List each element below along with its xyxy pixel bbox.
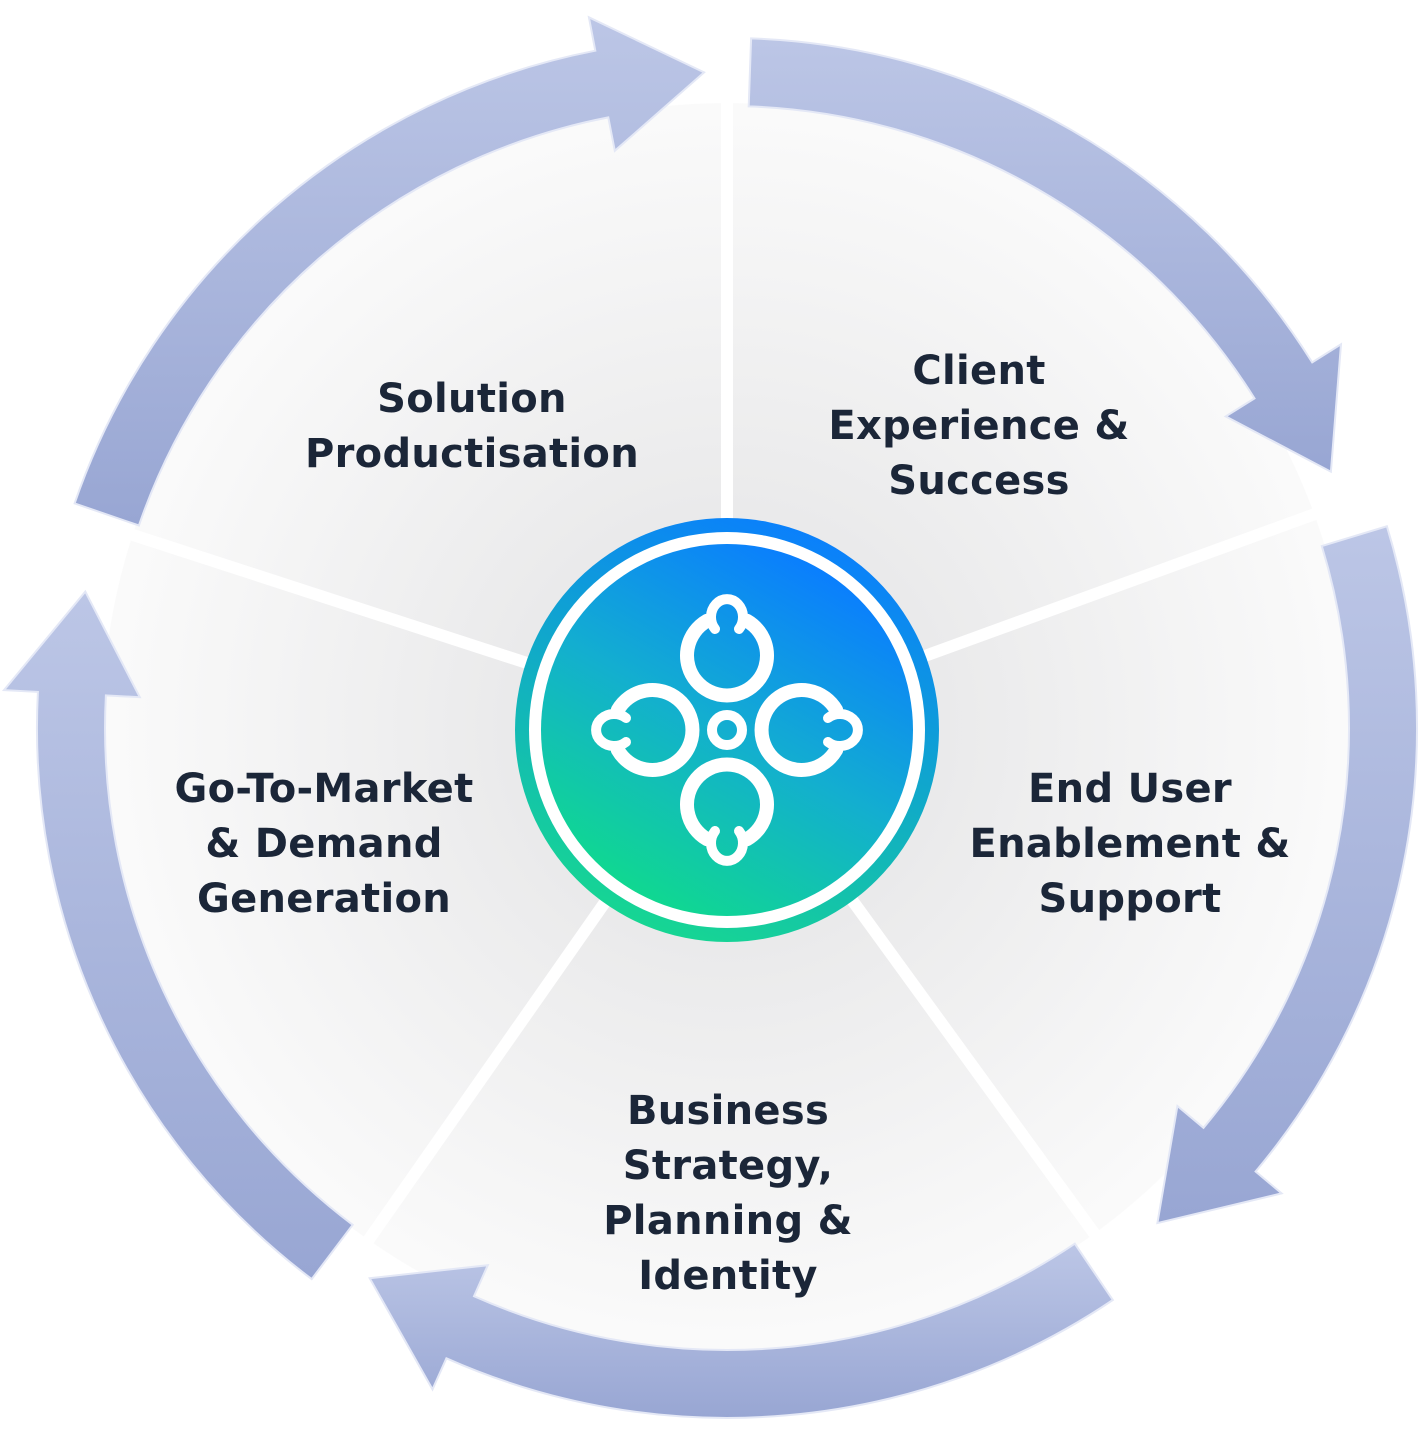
logo-figure-icon [591, 683, 700, 777]
cycle-arrow [747, 37, 1343, 474]
label-line: Success [888, 458, 1070, 504]
label-line: Business [626, 1088, 830, 1134]
wedge-separator [116, 524, 539, 672]
segment-go-to-market: Go-To-Market & Demand Generation [175, 762, 474, 927]
label-line: Experience & [828, 403, 1130, 449]
label-line: Strategy, [622, 1143, 834, 1189]
label-line: Identity [638, 1253, 818, 1299]
label-line: Planning & [603, 1198, 853, 1244]
segment-solution-productisation: Solution Productisation [305, 372, 639, 482]
logo-center-dot [707, 710, 747, 750]
label-line: Generation [196, 876, 452, 922]
segment-end-user-enablement: End User Enablement & Support [969, 762, 1290, 927]
label-line: Go-To-Market [174, 766, 474, 812]
logo-figure-icon [680, 757, 774, 866]
wedge-separator [839, 886, 1109, 1250]
logo-figure-icon [680, 594, 774, 703]
cycle-arrow [368, 1242, 1115, 1419]
label-line: & Demand [205, 821, 443, 867]
cycle-arrows [1, 15, 1418, 1419]
segment-business-strategy: Business Strategy, Planning & Identity [603, 1084, 853, 1304]
cycle-arrow [73, 15, 706, 527]
segment-client-experience: Client Experience & Success [828, 344, 1129, 509]
center-logo [515, 518, 939, 942]
wedge-separators [116, 88, 1331, 1256]
wedge-separator [912, 503, 1331, 666]
label-line: Productisation [305, 431, 639, 477]
logo-figure-icon [754, 683, 863, 777]
wedge-separator [354, 888, 618, 1256]
label-line: Solution [377, 376, 567, 422]
label-line: Support [1038, 876, 1222, 922]
cycle-arrow [1156, 525, 1418, 1225]
cycle-arrow [1, 589, 355, 1281]
label-line: Client [912, 348, 1046, 394]
label-line: Enablement & [969, 821, 1291, 867]
label-line: End User [1028, 766, 1232, 812]
